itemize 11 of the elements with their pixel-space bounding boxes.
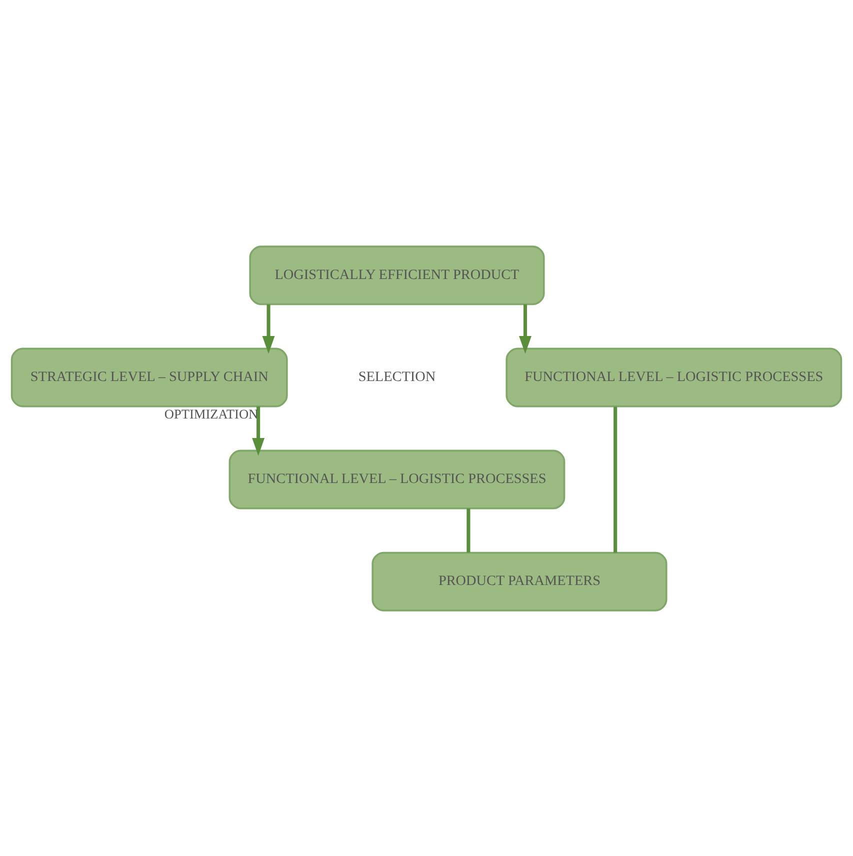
arrow xyxy=(262,304,275,354)
node-box: LOGISTICALLY EFFICIENT PRODUCT xyxy=(249,245,545,305)
label: SELECTION xyxy=(358,368,436,384)
node-box: FUNCTIONAL LEVEL – LOGISTIC PROCESSES xyxy=(506,347,842,407)
node-box: PRODUCT PARAMETERS xyxy=(372,551,668,611)
arrow xyxy=(252,406,265,456)
arrow xyxy=(519,304,532,354)
node-box: STRATEGIC LEVEL – SUPPLY CHAIN xyxy=(10,347,288,407)
connector xyxy=(614,406,618,552)
connector xyxy=(466,508,470,552)
node-box: FUNCTIONAL LEVEL – LOGISTIC PROCESSES xyxy=(228,449,566,509)
